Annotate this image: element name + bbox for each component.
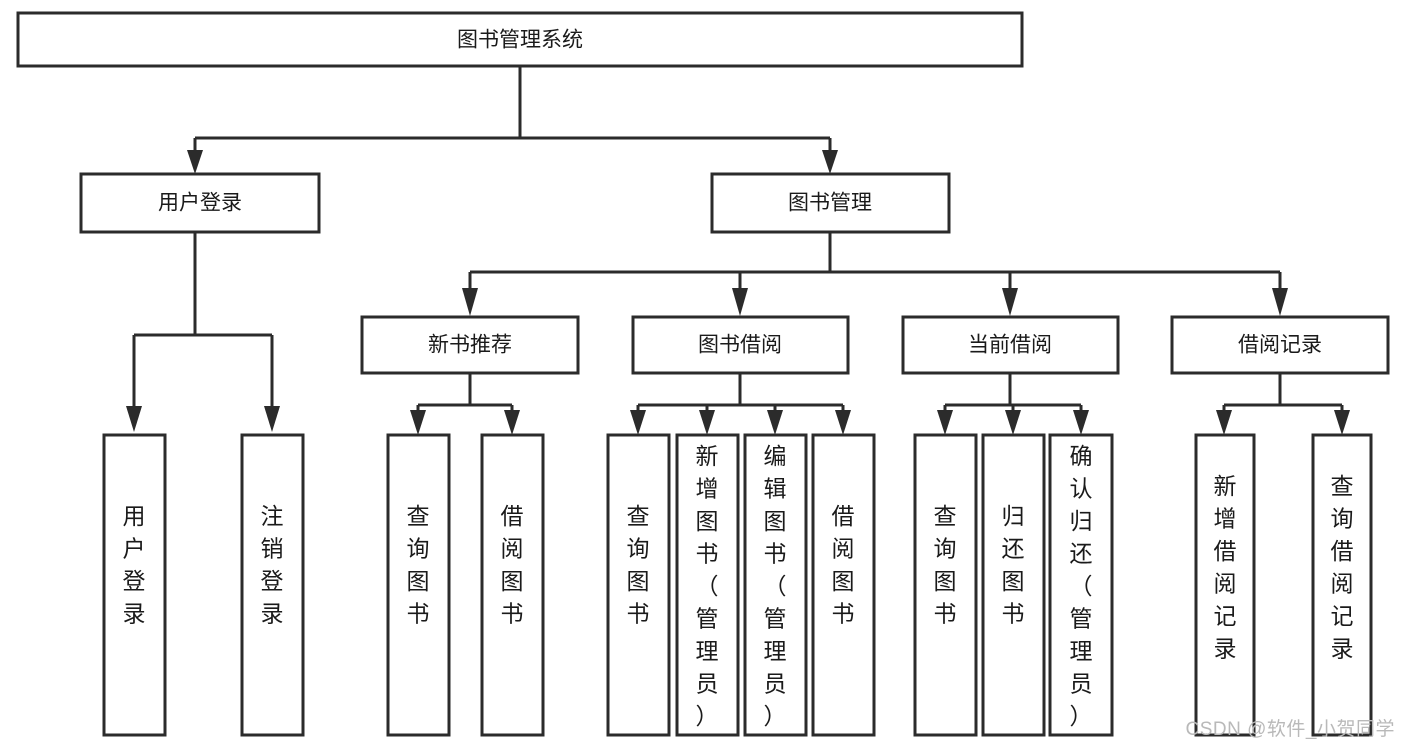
arrowhead-leaf-query-book-2: [630, 410, 646, 435]
node-leaf-user-logout[interactable]: 注销登录: [240, 433, 305, 737]
node-leaf-add-book[interactable]: 新增图书（管理员）: [675, 433, 740, 737]
node-leaf-user-login-box[interactable]: [102, 433, 167, 737]
node-book-borrow-box[interactable]: [631, 315, 850, 375]
node-leaf-query-book-2[interactable]: 查询图书: [606, 433, 671, 737]
connector-group-new-book-recommend: [410, 373, 520, 435]
node-leaf-confirm-return[interactable]: 确认归还（管理员）: [1048, 433, 1114, 737]
node-book-borrow-label: 图书借阅: [698, 334, 782, 357]
node-new-book-recommend-label: 新书推荐: [428, 334, 512, 357]
node-leaf-borrow-book-1[interactable]: 借阅图书: [480, 433, 545, 737]
arrowhead-leaf-query-book-1: [410, 410, 426, 435]
node-leaf-confirm-return-box[interactable]: [1048, 433, 1114, 737]
arrowhead-borrow-record: [1272, 288, 1288, 316]
connector-group-root: [187, 66, 838, 174]
arrowhead-leaf-add-book: [699, 410, 715, 435]
arrowhead-leaf-query-book-3: [937, 410, 953, 435]
node-root[interactable]: 图书管理系统: [16, 11, 1024, 68]
node-leaf-borrow-book-1-label: 借阅图书: [501, 503, 524, 627]
connector-group-borrow-record: [1216, 373, 1350, 435]
node-leaf-user-login[interactable]: 用户登录: [102, 433, 167, 737]
arrowhead-leaf-edit-book: [767, 410, 783, 435]
arrowhead-leaf-borrow-book-1: [504, 410, 520, 435]
node-leaf-query-book-3-label: 查询图书: [934, 503, 957, 627]
node-leaf-add-record-label: 新增借阅记录: [1214, 473, 1237, 662]
node-user-login-label: 用户登录: [158, 192, 242, 215]
arrowhead-book-management: [822, 150, 838, 174]
node-leaf-edit-book[interactable]: 编辑图书（管理员）: [743, 433, 808, 737]
node-new-book-recommend[interactable]: 新书推荐: [360, 315, 580, 375]
node-leaf-query-book-3-box[interactable]: [913, 433, 978, 737]
node-leaf-query-book-3[interactable]: 查询图书: [913, 433, 978, 737]
connector-group-user-login: [126, 232, 280, 432]
node-leaf-edit-book-label: 编辑图书（管理员）: [764, 443, 787, 729]
node-leaf-add-book-box[interactable]: [675, 433, 740, 737]
node-new-book-recommend-box[interactable]: [360, 315, 580, 375]
node-root-label: 图书管理系统: [457, 29, 583, 52]
node-leaf-query-book-1[interactable]: 查询图书: [386, 433, 451, 737]
connector-group-book-borrow: [630, 373, 851, 435]
node-borrow-record-box[interactable]: [1170, 315, 1390, 375]
arrowhead-leaf-user-login: [126, 406, 142, 432]
node-leaf-query-record-box[interactable]: [1311, 433, 1373, 737]
node-leaf-query-book-2-label: 查询图书: [627, 503, 650, 627]
node-leaf-edit-book-box[interactable]: [743, 433, 808, 737]
arrowhead-book-borrow: [732, 288, 748, 316]
node-borrow-record[interactable]: 借阅记录: [1170, 315, 1390, 375]
node-leaf-add-book-label: 新增图书（管理员）: [696, 443, 719, 729]
node-current-borrow-box[interactable]: [901, 315, 1120, 375]
arrowhead-leaf-confirm-return: [1073, 410, 1089, 435]
node-leaf-query-book-1-box[interactable]: [386, 433, 451, 737]
node-book-borrow[interactable]: 图书借阅: [631, 315, 850, 375]
arrowhead-leaf-query-record: [1334, 410, 1350, 435]
node-leaf-query-book-2-box[interactable]: [606, 433, 671, 737]
node-leaf-add-record[interactable]: 新增借阅记录: [1194, 433, 1256, 737]
arrowhead-leaf-borrow-book-2: [835, 410, 851, 435]
node-leaf-confirm-return-label: 确认归还（管理员）: [1070, 443, 1093, 729]
node-leaf-query-record[interactable]: 查询借阅记录: [1311, 433, 1373, 737]
arrowhead-leaf-user-logout: [264, 406, 280, 432]
node-leaf-return-book[interactable]: 归还图书: [981, 433, 1046, 737]
node-user-login-box[interactable]: [79, 172, 321, 234]
node-user-login[interactable]: 用户登录: [79, 172, 321, 234]
node-leaf-query-book-1-label: 查询图书: [407, 503, 430, 627]
node-leaf-borrow-book-2[interactable]: 借阅图书: [811, 433, 876, 737]
arrowhead-leaf-add-record: [1216, 410, 1232, 435]
node-current-borrow[interactable]: 当前借阅: [901, 315, 1120, 375]
arrowhead-user-login: [187, 150, 203, 174]
node-leaf-user-logout-box[interactable]: [240, 433, 305, 737]
connector-group-current-borrow: [937, 373, 1089, 435]
node-book-management-box[interactable]: [710, 172, 951, 234]
node-book-management[interactable]: 图书管理: [710, 172, 951, 234]
node-leaf-borrow-book-1-box[interactable]: [480, 433, 545, 737]
watermark-text: CSDN @软件_小贺同学: [1185, 719, 1395, 740]
node-leaf-add-record-box[interactable]: [1194, 433, 1256, 737]
node-current-borrow-label: 当前借阅: [968, 334, 1052, 357]
node-leaf-user-logout-label: 注销登录: [261, 503, 284, 627]
connector-group-book-management: [462, 232, 1288, 316]
arrowhead-new-book-recommend: [462, 288, 478, 316]
node-leaf-borrow-book-2-label: 借阅图书: [832, 503, 855, 627]
node-leaf-return-book-label: 归还图书: [1002, 503, 1025, 627]
node-leaf-borrow-book-2-box[interactable]: [811, 433, 876, 737]
node-book-management-label: 图书管理: [788, 192, 872, 215]
node-leaf-query-record-label: 查询借阅记录: [1331, 473, 1354, 662]
node-borrow-record-label: 借阅记录: [1238, 334, 1322, 357]
node-leaf-user-login-label: 用户登录: [123, 503, 146, 627]
node-root-box[interactable]: [16, 11, 1024, 68]
node-leaf-return-book-box[interactable]: [981, 433, 1046, 737]
arrowhead-leaf-return-book: [1005, 410, 1021, 435]
arrowhead-current-borrow: [1002, 288, 1018, 316]
